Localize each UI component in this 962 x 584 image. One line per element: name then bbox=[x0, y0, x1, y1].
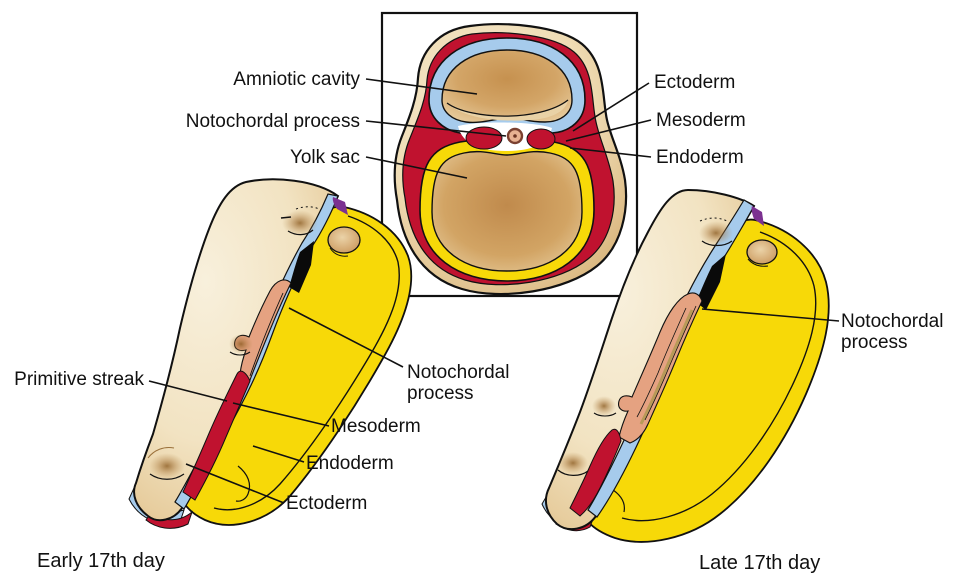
late-node-purple bbox=[751, 206, 764, 226]
leader-notochordal-process-top bbox=[365, 120, 507, 137]
early-yolk-opening bbox=[327, 226, 361, 254]
label-primitive-streak: Primitive streak bbox=[14, 369, 144, 390]
late-notochord-fold-line-1 bbox=[644, 305, 697, 421]
leader-ectoderm-early bbox=[185, 463, 285, 504]
label-mesoderm-top: Mesoderm bbox=[656, 110, 746, 131]
leader-endoderm-early bbox=[252, 445, 305, 463]
late-dimples bbox=[557, 217, 733, 476]
label-mesoderm-early: Mesoderm bbox=[331, 416, 421, 437]
label-notochordal-process-top: Notochordal process bbox=[185, 111, 360, 132]
leader-notochordal-process-early bbox=[288, 307, 404, 368]
label-endoderm-top: Endoderm bbox=[656, 147, 744, 168]
early-yolk-opening-tail bbox=[329, 247, 349, 257]
cross-section-drawing bbox=[393, 23, 628, 296]
leader-primitive-streak bbox=[148, 380, 228, 402]
early-amniotic-cleft-black bbox=[289, 241, 314, 293]
late-notochord-fold-line-2 bbox=[636, 307, 687, 418]
leader-lines bbox=[148, 78, 840, 504]
late-yolk-sac-inner-line bbox=[621, 231, 817, 522]
early-yolk-sac-inner-line bbox=[213, 215, 400, 511]
yolk-sac-region bbox=[431, 150, 583, 272]
label-endoderm-early: Endoderm bbox=[306, 453, 394, 474]
early-node-purple bbox=[332, 197, 348, 215]
mesoderm-lens-left bbox=[465, 126, 503, 150]
early-notochordal-fold-line bbox=[249, 292, 284, 377]
notochordal-process-dot bbox=[513, 134, 517, 138]
late-yolk-opening bbox=[746, 239, 778, 265]
late-notochord-groove bbox=[639, 309, 694, 425]
late-amniotic-cleft-black bbox=[696, 254, 726, 310]
amniotic-cavity-floor bbox=[447, 100, 568, 121]
late-yolk-opening-tail bbox=[747, 258, 769, 267]
label-notochordal-process-late: Notochordal process bbox=[841, 311, 944, 353]
early-yolk-sac-curl bbox=[235, 465, 251, 502]
leader-yolk-sac bbox=[365, 156, 468, 179]
leader-notochordal-process-late bbox=[701, 308, 840, 322]
label-notochordal-process-early: Notochordal process bbox=[407, 362, 510, 404]
label-amniotic-cavity: Amniotic cavity bbox=[233, 69, 360, 90]
late-embryo-drawing bbox=[541, 188, 830, 543]
early-dimples bbox=[147, 206, 322, 480]
leader-mesoderm-top bbox=[565, 119, 652, 142]
leader-mesoderm-early bbox=[232, 402, 330, 427]
mesoderm-lens-right bbox=[526, 128, 556, 150]
label-ectoderm-early: Ectoderm bbox=[286, 493, 368, 514]
leader-endoderm-top bbox=[569, 147, 652, 158]
label-ectoderm-top: Ectoderm bbox=[654, 72, 736, 93]
early-embryo-drawing bbox=[128, 178, 413, 529]
amniotic-cavity-region bbox=[441, 49, 573, 124]
caption-early-17th-day: Early 17th day bbox=[37, 550, 165, 572]
amniotic-cavity-floor-line bbox=[446, 99, 569, 117]
caption-late-17th-day: Late 17th day bbox=[699, 552, 821, 574]
leader-ectoderm-top bbox=[572, 82, 650, 132]
leader-amniotic-cavity bbox=[365, 78, 478, 95]
late-primitive-streak bbox=[569, 428, 622, 517]
label-yolk-sac: Yolk sac bbox=[289, 147, 360, 168]
